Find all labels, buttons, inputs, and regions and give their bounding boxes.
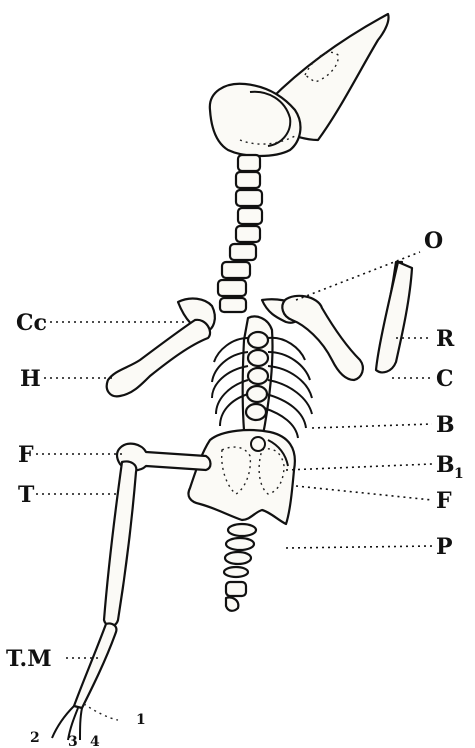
label-F-lower: F <box>436 488 452 514</box>
ulna-right <box>376 262 412 372</box>
leader-P <box>286 546 432 548</box>
toes <box>52 704 118 740</box>
neck-vertebrae <box>218 155 262 312</box>
cervical-vertebra <box>220 298 246 312</box>
thoracic-vertebra <box>248 350 268 366</box>
label-toe-2: 2 <box>30 730 40 746</box>
tail-vertebrae <box>224 524 256 611</box>
pygostyle-tip <box>226 597 238 610</box>
toe <box>80 708 82 740</box>
cervical-vertebra <box>218 280 246 296</box>
label-B1: B <box>436 452 455 478</box>
cervical-vertebra <box>236 172 260 188</box>
label-R: R <box>436 326 455 352</box>
thoracic-vertebra <box>248 332 268 348</box>
thoracic-vertebrae <box>246 332 268 420</box>
caudal-vertebra <box>228 524 256 536</box>
caudal-vertebra <box>226 538 254 550</box>
cervical-vertebra <box>238 208 262 224</box>
left-wing <box>107 299 215 397</box>
cervical-vertebra <box>222 262 250 278</box>
thoracic-vertebra <box>248 368 268 384</box>
pygostyle <box>226 582 246 596</box>
caudal-vertebra <box>224 567 248 577</box>
label-B: B <box>436 412 455 438</box>
toe-hallux <box>84 704 118 720</box>
leader-B1 <box>286 464 432 470</box>
pelvis <box>188 430 294 524</box>
label-T: T <box>18 482 35 508</box>
label-B1-subscript: 1 <box>454 466 464 482</box>
skull <box>210 14 389 156</box>
humerus-right <box>282 296 363 380</box>
label-O: O <box>424 228 443 254</box>
label-toe-1: 1 <box>136 712 146 728</box>
label-toe-3: 3 <box>68 734 78 748</box>
cervical-vertebra <box>236 190 262 206</box>
leader-B <box>312 424 432 428</box>
label-H: H <box>20 366 41 392</box>
label-C: C <box>436 366 454 392</box>
label-Cc: Cc <box>16 310 47 336</box>
caudal-vertebra <box>225 552 251 564</box>
cervical-vertebra <box>230 244 256 260</box>
cervical-vertebra <box>236 226 260 242</box>
thoracic-vertebra <box>247 386 267 402</box>
thoracic-vertebra <box>246 404 266 420</box>
cervical-vertebra <box>238 155 260 171</box>
right-wing <box>262 262 412 380</box>
leader-F-lower <box>296 486 432 500</box>
label-TM: T.M <box>6 646 52 672</box>
label-F-upper: F <box>18 442 34 468</box>
label-toe-4: 4 <box>90 734 100 748</box>
humerus-left <box>107 320 210 397</box>
pelvis-bone <box>188 430 294 524</box>
tibiotarsus <box>104 461 136 626</box>
leg <box>52 444 211 740</box>
tarsometatarsus <box>74 623 116 708</box>
label-P: P <box>436 534 453 560</box>
